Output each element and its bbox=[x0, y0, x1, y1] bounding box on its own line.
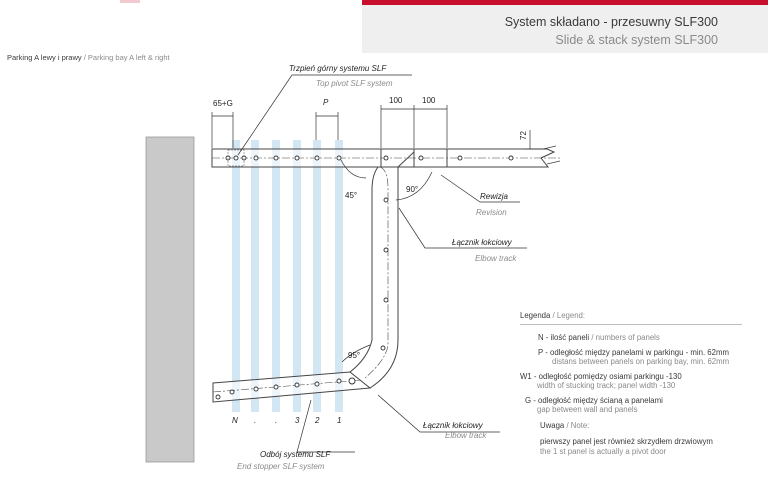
legend-divider bbox=[520, 324, 742, 325]
legend-pl: odległość między panelami w parkingu - m… bbox=[550, 348, 729, 357]
legend-key: N bbox=[538, 333, 544, 342]
legend-pl: odległość pomiędzy osiami parkingu -130 bbox=[538, 372, 682, 381]
note-en: the 1 st panel is actually a pivot door bbox=[540, 447, 667, 456]
legend-en: numbers of panels bbox=[595, 333, 660, 342]
top-decoration bbox=[120, 0, 140, 3]
callout-top-pivot-pl: Trzpień górny systemu SLF bbox=[289, 64, 387, 73]
breadcrumb-sep: / bbox=[81, 53, 88, 62]
callout-revision-pl: Rewizja bbox=[480, 192, 509, 201]
legend-en: width of stucking track; panel width -13… bbox=[537, 381, 676, 390]
angle-95: 95° bbox=[348, 351, 360, 360]
angle-arcs bbox=[340, 159, 433, 363]
callout-stopper-pl: Odbój systemu SLF bbox=[260, 450, 331, 459]
callout-elbow2-en: Elbow track bbox=[445, 431, 487, 440]
note-text: pierwszy panel jest również skrzydłem dr… bbox=[540, 437, 713, 457]
legend-item-w1: W1 - odległość pomiędzy osiami parkingu … bbox=[520, 372, 682, 390]
legend-key: P bbox=[538, 348, 544, 357]
header-box bbox=[362, 0, 768, 53]
vertical-track bbox=[349, 151, 415, 389]
breadcrumb-pl: Parking A lewy i prawy bbox=[7, 53, 82, 62]
legend-key: W1 bbox=[520, 372, 532, 381]
header-subtitle: Slide & stack system SLF300 bbox=[555, 33, 718, 47]
breadcrumb-en: Parking bay A left & right bbox=[87, 53, 170, 62]
legend-title: Legenda / Legend: bbox=[520, 311, 586, 320]
angle-45: 45° bbox=[345, 191, 357, 200]
dim-gap: 65+G bbox=[213, 99, 233, 108]
callout-revision-en: Revision bbox=[476, 208, 507, 217]
callout-stopper-en: End stopper SLF system bbox=[237, 462, 325, 471]
dim-72: 72 bbox=[519, 131, 528, 140]
bottom-track bbox=[212, 371, 372, 403]
header-title: System składano - przesuwny SLF300 bbox=[504, 15, 718, 29]
wall bbox=[145, 136, 195, 463]
legend-key: G bbox=[525, 396, 532, 405]
dim-100a: 100 bbox=[389, 96, 403, 105]
panel-label-1: 1 bbox=[337, 416, 341, 425]
dimension-lines bbox=[211, 105, 545, 150]
legend-item-n: N - ilość paneli / numbers of panels bbox=[538, 333, 660, 342]
callout-top-pivot-en: Top pivot SLF system bbox=[316, 79, 393, 88]
legend-en: distans between panels on parking bay, m… bbox=[552, 357, 730, 366]
legend-item-g: G - odległość między ścianą a panelami g… bbox=[525, 396, 663, 414]
breadcrumb: Parking A lewy i prawy / Parking bay A l… bbox=[7, 53, 170, 62]
parked-panels bbox=[232, 140, 343, 412]
panel-label-2: 2 bbox=[314, 416, 320, 425]
note-title-en: Note: bbox=[570, 421, 590, 430]
panel-label-dot2: . bbox=[275, 416, 277, 425]
legend-pl: ilość paneli bbox=[550, 333, 590, 342]
dim-p: P bbox=[323, 98, 329, 107]
legend-pl: odległość między ścianą a panelami bbox=[538, 396, 663, 405]
pivot-highlight bbox=[227, 149, 245, 167]
pivot-points bbox=[215, 155, 514, 400]
panel-label-3: 3 bbox=[295, 416, 300, 425]
legend-item-p: P - odległość między panelami w parkingu… bbox=[538, 348, 730, 366]
note-title-pl: Uwaga bbox=[540, 421, 565, 430]
panel-label-dot1: . bbox=[254, 416, 256, 425]
callout-elbow1-pl: Łącznik łokciowy bbox=[452, 238, 513, 247]
callout-elbow1-en: Elbow track bbox=[475, 254, 517, 263]
callout-elbow2-pl: Łącznik łokciowy bbox=[423, 421, 484, 430]
angle-90: 90° bbox=[406, 185, 418, 194]
legend-title-en: Legend: bbox=[556, 311, 586, 320]
note-title: Uwaga / Note: bbox=[540, 421, 590, 430]
legend-en: gap between wall and panels bbox=[537, 405, 638, 414]
leader-lines bbox=[237, 74, 527, 453]
note-pl: pierwszy panel jest również skrzydłem dr… bbox=[540, 437, 713, 446]
dim-100b: 100 bbox=[422, 96, 436, 105]
header-accent-bar bbox=[362, 0, 768, 5]
panel-label-n: N bbox=[232, 416, 238, 425]
legend-title-pl: Legenda bbox=[520, 311, 551, 320]
